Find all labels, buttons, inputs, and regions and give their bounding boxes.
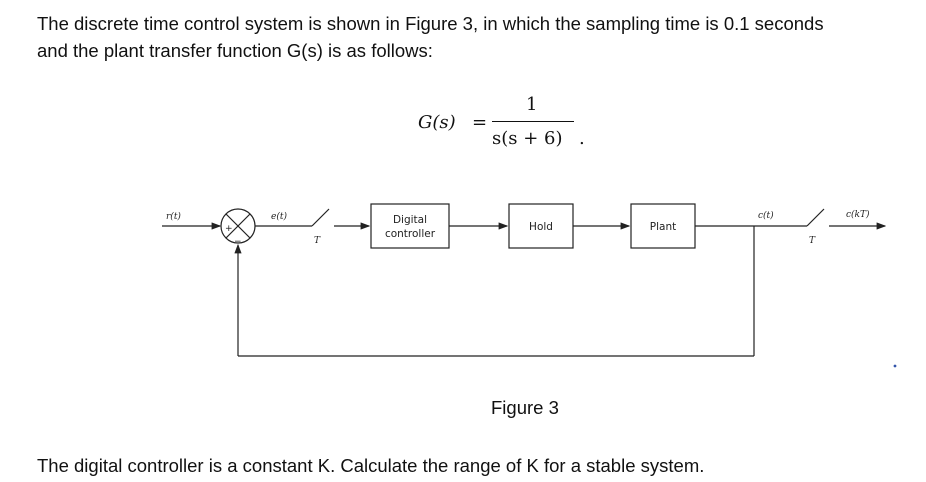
intro-line-1: The discrete time control system is show… [37, 13, 824, 34]
summer-plus-sign: + [225, 224, 233, 234]
signal-c-label: c(t) [758, 210, 774, 221]
signal-r-label: r(t) [166, 211, 181, 222]
signal-e-label: e(t) [271, 211, 287, 222]
problem-question: The digital controller is a constant K. … [37, 455, 705, 476]
sampler-2-label: T [809, 236, 816, 246]
sampler-switch-2 [806, 208, 825, 227]
equation-denominator: s(s + 6) [492, 128, 563, 149]
controller-label-2: controller [385, 228, 436, 240]
sampler-switch-1 [311, 208, 330, 227]
equation-equals: = [472, 112, 488, 133]
equation-period: . [579, 128, 585, 149]
sampler-1-label: T [314, 236, 321, 246]
equation-numerator: 1 [526, 94, 538, 115]
equation-lhs: G(s) [418, 112, 456, 133]
intro-line-2: and the plant transfer function G(s) is … [37, 40, 433, 61]
hold-label: Hold [529, 221, 553, 233]
digital-controller-block [370, 203, 450, 249]
equation-fraction-bar [492, 121, 574, 122]
plant-label: Plant [650, 221, 676, 233]
summer-minus-sign: − [234, 237, 242, 247]
problem-intro: The discrete time control system is show… [37, 10, 922, 64]
controller-label-1: Digital [393, 214, 427, 226]
stray-dot [893, 364, 897, 368]
figure-caption: Figure 3 [491, 397, 559, 418]
signal-ckt-label: c(kT) [846, 209, 870, 220]
